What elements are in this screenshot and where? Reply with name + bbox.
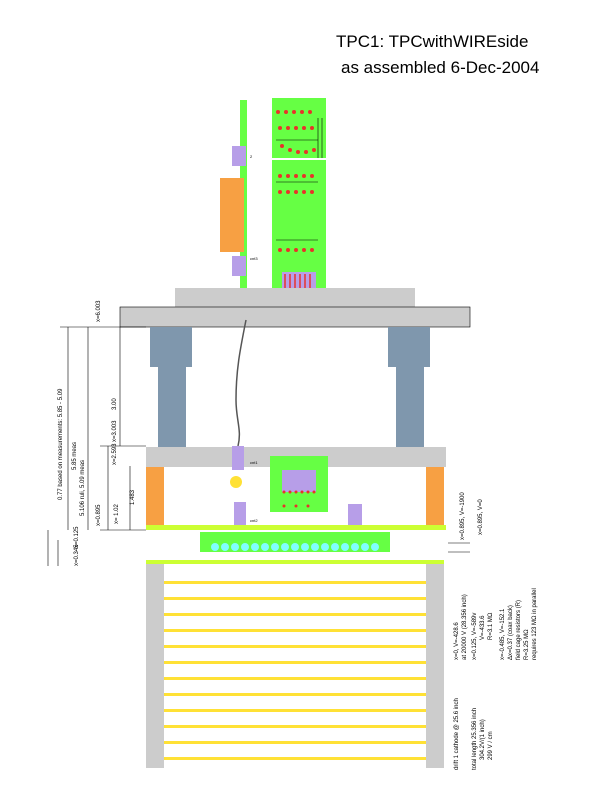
label-meas-585: 5.85 meas: [72, 442, 78, 470]
label-c2: at 20000 V (28.356 inch): [462, 594, 468, 660]
label-c10: requires 123 MΩ in parallel: [532, 588, 538, 660]
tag-cnt2: cnt2: [250, 518, 258, 523]
label-c9: R=3.25 MΩ: [524, 629, 530, 660]
post-right-top: [388, 327, 430, 367]
connector-bottom: [234, 502, 246, 526]
label-c7: Δx=0.37 (coax back): [508, 605, 514, 660]
field-cage-top: [146, 560, 444, 564]
field-cage-wall-left: [146, 562, 164, 768]
connector-right: [348, 504, 362, 526]
hv-cable: [235, 319, 247, 447]
orange-preamp-module: [220, 178, 244, 252]
label-c8: field cage resistors (R): [516, 600, 522, 660]
orange-side-right: [426, 467, 444, 525]
label-f2: total length 25.356 inch: [472, 708, 478, 770]
post-right-bottom: [396, 367, 424, 447]
label-c1: x=0, V=-428.6: [454, 622, 460, 660]
label-x3: x=3.003: [112, 420, 118, 442]
upper-board-traces: [276, 110, 316, 252]
right-bracket: [448, 542, 470, 553]
title-line-1: TPC1: TPCwithWIREside: [336, 32, 528, 51]
label-c5: R=3.1 MΩ: [488, 612, 494, 640]
title-line-2: as assembled 6-Dec-2004: [341, 58, 539, 77]
label-f1: drift 1 cathode @ 25.6 inch: [454, 698, 460, 770]
label-f4: 299 V / cm: [488, 731, 494, 760]
wire-plane-beads: [211, 543, 379, 551]
connector-upper: [232, 146, 246, 166]
ground-plane: [146, 525, 446, 530]
upper-board-lines: [276, 118, 323, 241]
label-r2: x=0.895, V=0: [478, 499, 484, 535]
label-r1: x=0.895, V=-1900: [460, 492, 466, 540]
top-flange-plate: [119, 306, 471, 328]
post-left-top: [150, 327, 192, 367]
top-flange-upper: [175, 288, 415, 308]
lower-board-dots: [282, 490, 316, 508]
label-x0895: x=0.895: [96, 504, 102, 526]
tag-cnt1: cnt1: [250, 460, 258, 465]
led-indicator: [230, 476, 242, 488]
label-f3: 304.2V/(1 inch): [480, 719, 486, 760]
tag-cnt3: cnt3: [250, 256, 258, 261]
label-c4: V=-433.6: [480, 615, 486, 640]
label-x2593: x=2.593: [112, 443, 118, 465]
label-meas-106: 5.106 ruli, 5.09 meas: [80, 460, 86, 516]
label-x0345: x=0.345: [74, 544, 80, 566]
field-cage-rings: [164, 581, 426, 760]
label-x0125: x=0.125: [74, 526, 80, 548]
label-x102: x= 1.02: [114, 503, 120, 524]
connector-lower: [232, 256, 246, 276]
dimension-lines-left: [47, 326, 146, 566]
orange-side-left: [146, 467, 164, 525]
label-meas-077: 0.77 based on measurements: 5.85 - 5.09: [58, 388, 64, 500]
field-cage-wall-right: [426, 562, 444, 768]
label-3: 3.00: [112, 398, 118, 410]
tag-2: 2: [250, 154, 253, 159]
post-left-bottom: [158, 367, 186, 447]
label-1483: 1.483: [130, 489, 136, 505]
connector-middle: [232, 446, 244, 470]
label-c6: x=-0.485, V=-152.1: [500, 608, 506, 660]
lower-board-connector: [282, 470, 316, 492]
label-x6: x=6.003: [96, 300, 102, 322]
label-c3: x=0.125, V=-589v: [472, 613, 478, 660]
